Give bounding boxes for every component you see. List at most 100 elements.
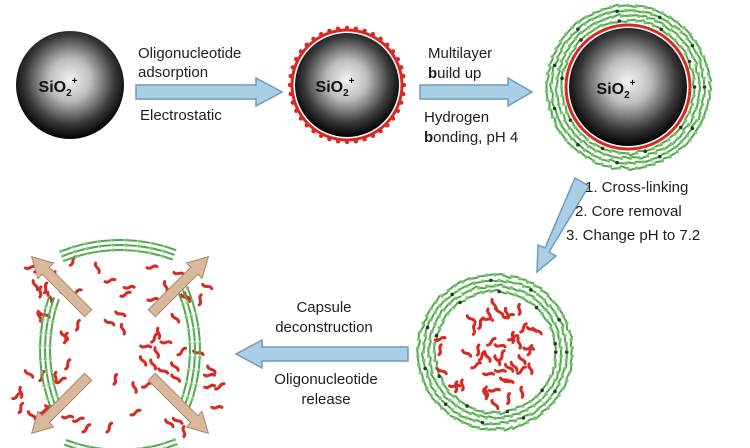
oligo-dot (395, 108, 400, 114)
polymer-node (544, 392, 548, 397)
polymer-node (505, 420, 510, 425)
polymer-node (443, 298, 448, 302)
polymer-node (425, 325, 430, 330)
polymer-node (484, 415, 489, 420)
polymer-node (44, 304, 48, 309)
polymer-node (553, 358, 557, 363)
polymer-node (476, 286, 481, 290)
polymer-segment (49, 322, 54, 335)
polymer-node (497, 289, 501, 294)
oligo-coated-core: SiO2+ (287, 25, 407, 145)
oligo-dot (318, 133, 324, 138)
polymer-node (626, 151, 630, 156)
polymer-node (55, 393, 59, 398)
oligonucleotide (490, 297, 498, 311)
polymer-node (683, 51, 688, 56)
polymer-node (187, 368, 191, 372)
polymer-node (468, 276, 473, 281)
polymer-node (634, 19, 639, 23)
oligonucleotide (112, 373, 119, 386)
polymer-node (600, 146, 605, 151)
polymer-node (532, 403, 536, 408)
polymer-node (198, 341, 202, 345)
polymer-node (698, 110, 702, 115)
hollow-capsule (416, 272, 574, 432)
polymer-node (42, 384, 46, 388)
polymer-node (557, 317, 561, 322)
polymer-segment (99, 244, 112, 248)
oligonucleotide (509, 360, 519, 372)
polymer-node (554, 123, 558, 127)
polymer-node (547, 63, 552, 67)
polymer-node (443, 402, 448, 406)
shell-fragment (64, 438, 180, 448)
oligonucleotide (38, 285, 43, 299)
polymer-node (579, 139, 584, 144)
polymer-node (685, 36, 690, 41)
step4-line2: deconstruction (275, 319, 373, 336)
polymer-node (189, 314, 193, 318)
polymer-node (192, 369, 196, 373)
polymer-node (489, 289, 493, 294)
polymer-node (505, 279, 510, 284)
polymer-node (41, 317, 45, 322)
polymer-node (645, 153, 650, 158)
polymer-node (480, 279, 485, 284)
polymer-node (184, 381, 188, 385)
polymer-node (418, 329, 423, 334)
polymer-node (61, 254, 65, 258)
polymer-node (617, 151, 622, 155)
polymer-node (428, 337, 432, 342)
polymer-node (497, 278, 501, 283)
oligonucleotide (64, 358, 72, 371)
polymer-node (675, 136, 680, 141)
polymer-node (464, 284, 469, 288)
polymer-node (468, 411, 473, 416)
polymer-node (493, 272, 497, 277)
polymer-node (586, 144, 591, 149)
polymer-node (549, 314, 553, 319)
polymer-node (586, 25, 591, 30)
polymer-node (628, 13, 633, 18)
polymer-node (150, 241, 155, 245)
polymer-node (454, 403, 458, 408)
polymer-node (688, 32, 692, 37)
polymer-segment (72, 243, 85, 248)
polymer-node (602, 17, 607, 22)
polymer-node (704, 63, 709, 67)
polymer-segment (182, 382, 188, 395)
oligo-dot (311, 128, 316, 134)
polymer-segment (51, 310, 56, 323)
polymer-node (194, 383, 198, 387)
polymer-node (429, 393, 433, 398)
polymer-node (548, 304, 552, 308)
polymer-node (188, 341, 192, 345)
polymer-node (698, 47, 702, 51)
polymer-segment (44, 322, 49, 335)
polymer-node (438, 304, 442, 308)
polymer-node (49, 306, 53, 310)
release-arrow (147, 255, 210, 318)
oligonucleotide (486, 337, 497, 347)
polymer-node (185, 286, 189, 290)
polymer-node (458, 300, 462, 305)
polymer-node (546, 294, 550, 298)
oligonucleotide (516, 365, 527, 375)
polymer-node (44, 370, 49, 374)
polymer-node (84, 242, 88, 246)
polymer-node (564, 378, 569, 383)
polymer-node (696, 98, 701, 102)
step2-line4: bonding, pH 4 (424, 129, 518, 146)
oligo-dot (390, 116, 396, 121)
polymer-node (193, 341, 197, 345)
oligonucleotide (487, 387, 501, 393)
oligonucleotide (157, 367, 170, 375)
polymer-node (552, 400, 556, 404)
oligo-dot (401, 82, 407, 88)
polymer-node (698, 59, 702, 64)
shell-fragment (59, 238, 177, 263)
release-arrows (30, 255, 210, 435)
oligo-dot (298, 116, 304, 121)
polymer-node (553, 310, 557, 315)
polymer-node (555, 93, 559, 98)
